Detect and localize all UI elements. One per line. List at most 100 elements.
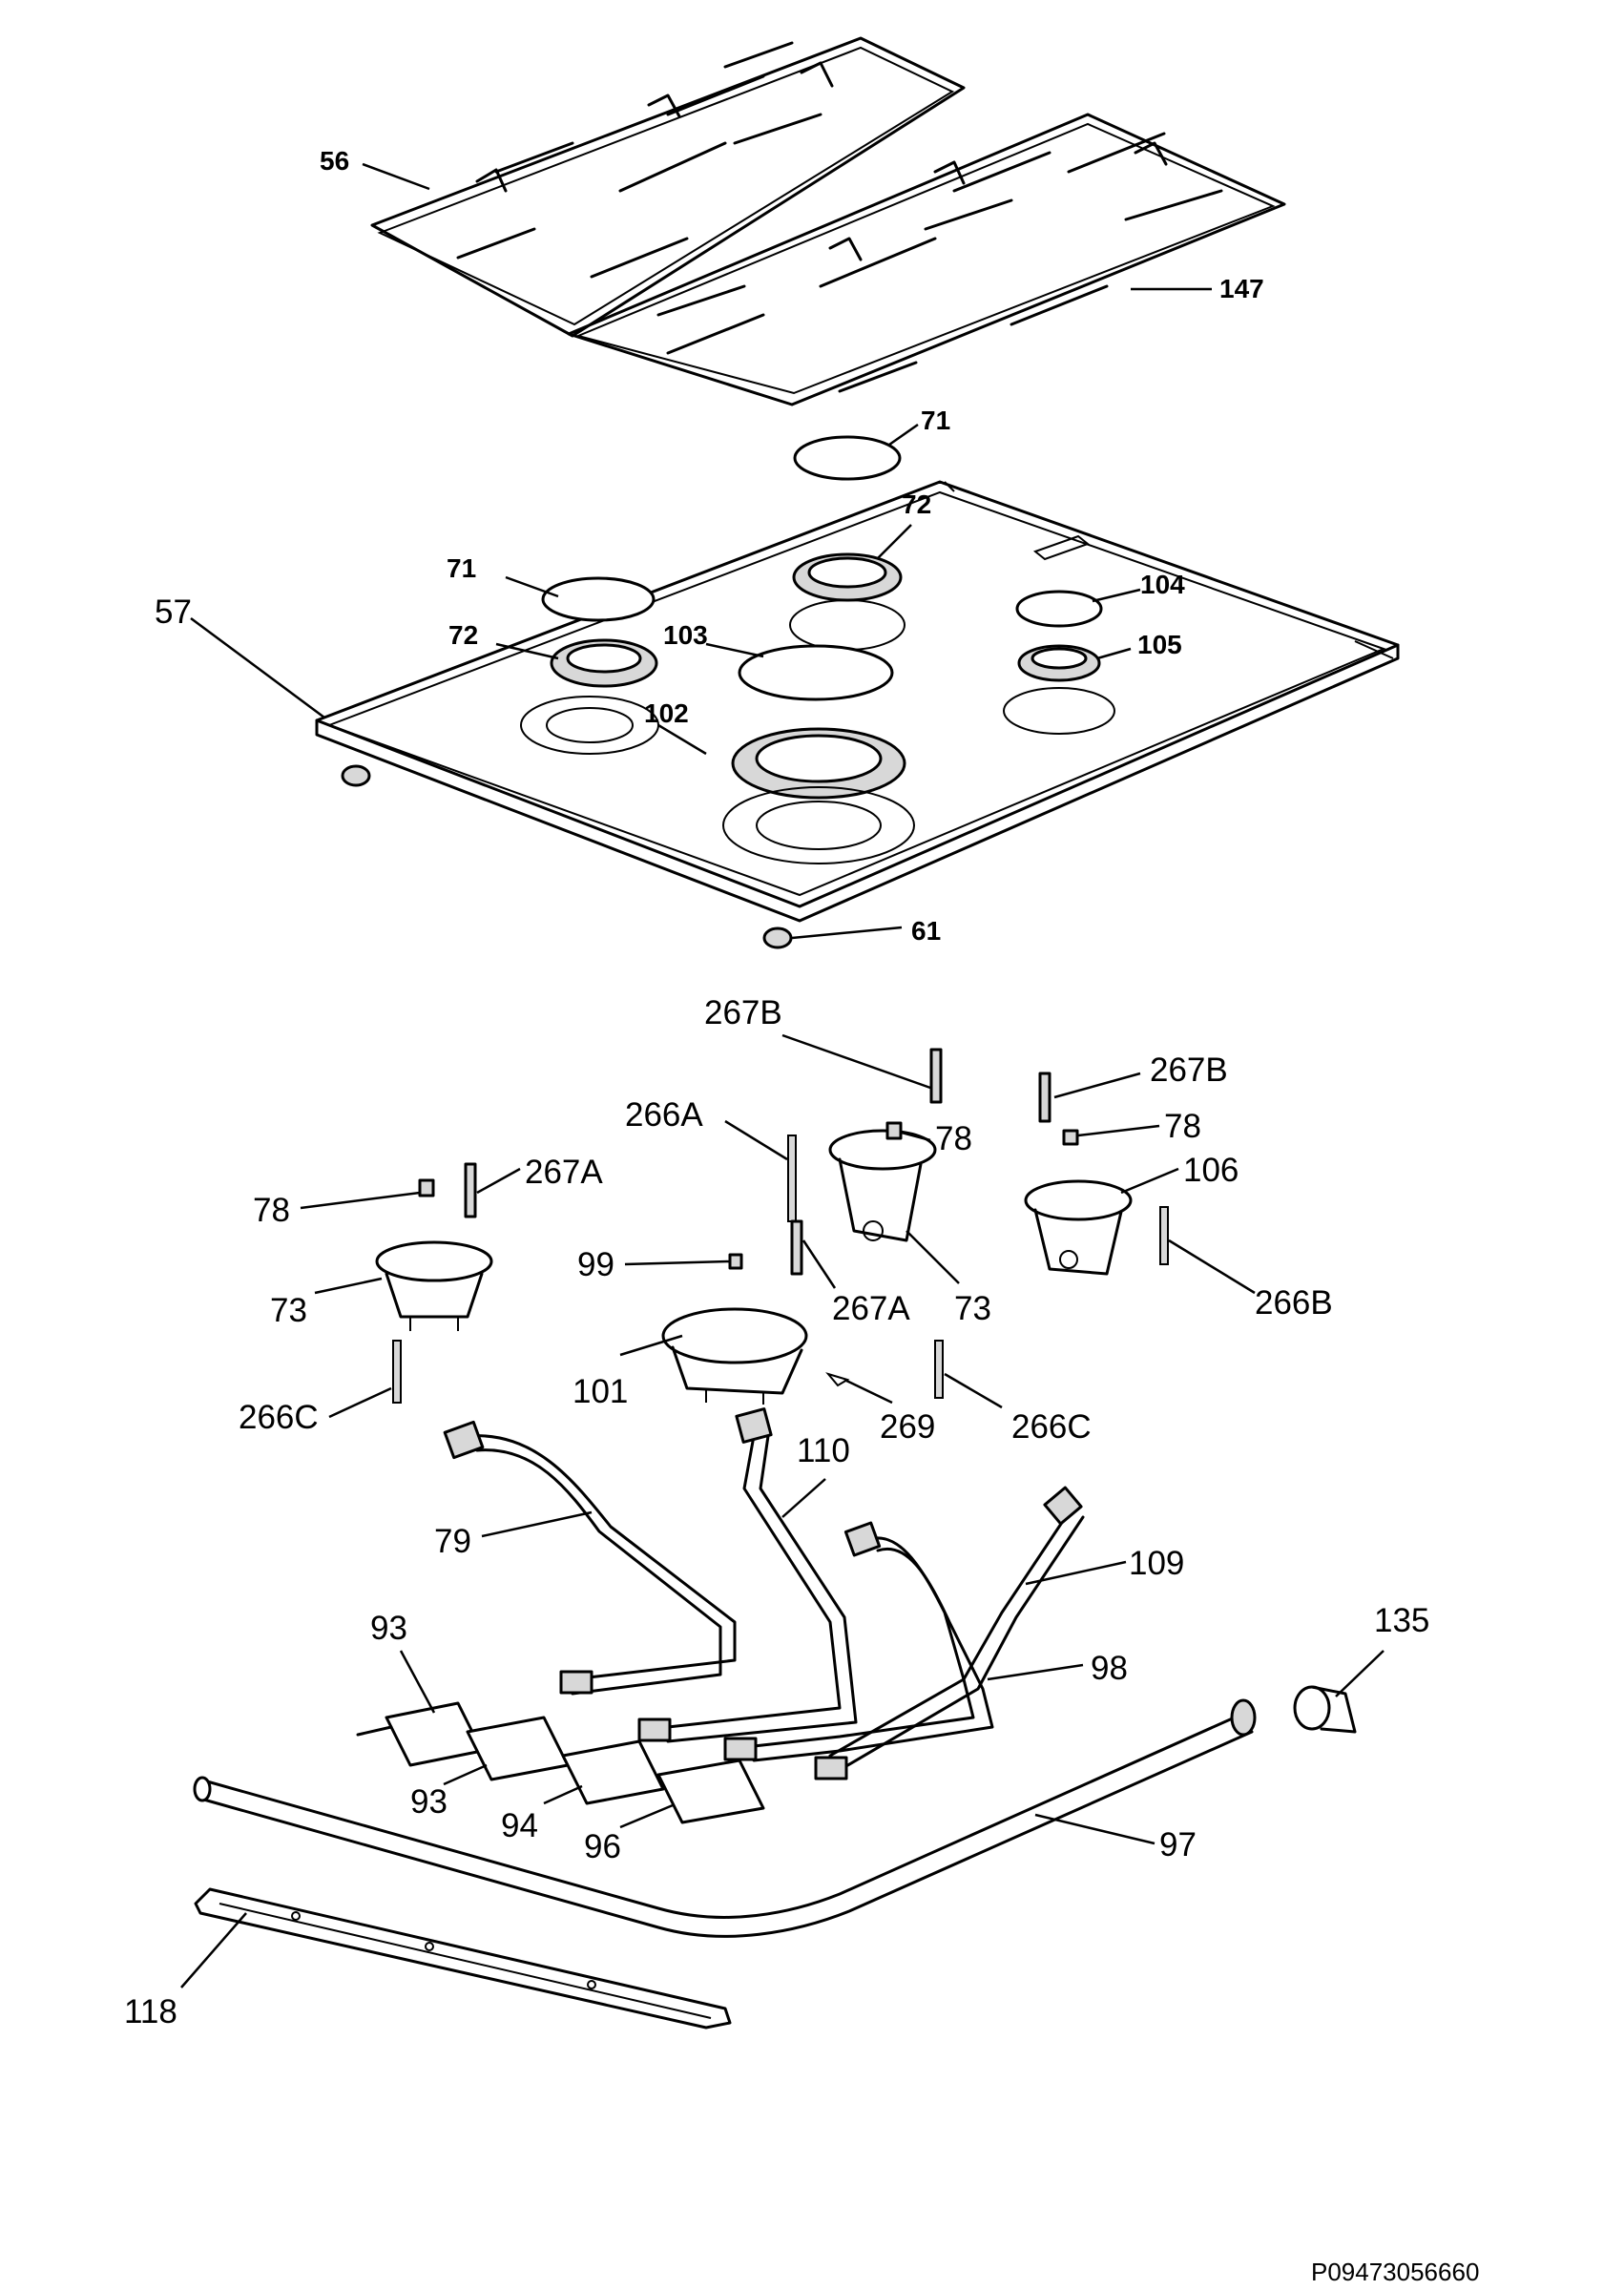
elbow-fitting-135 <box>1293 1685 1357 1734</box>
leader-266A <box>724 1119 788 1161</box>
burner-crown-102 <box>722 727 915 864</box>
label-78-right: 78 <box>1164 1108 1201 1145</box>
electrode-267A-left <box>464 1162 477 1218</box>
label-98: 98 <box>1091 1650 1128 1687</box>
label-266A: 266A <box>625 1096 703 1134</box>
label-73-center: 73 <box>954 1290 991 1327</box>
burner-body-106 <box>1024 1179 1133 1276</box>
label-101: 101 <box>573 1373 628 1410</box>
leader-94 <box>543 1784 583 1805</box>
leader-266C-right <box>944 1372 1003 1409</box>
label-71-rear: 71 <box>921 406 950 435</box>
pan-support-left <box>370 36 966 338</box>
leader-109 <box>1025 1560 1127 1586</box>
label-267B-right: 267B <box>1150 1051 1228 1089</box>
leader-71-left <box>505 575 559 598</box>
label-147: 147 <box>1219 274 1264 303</box>
label-135: 135 <box>1374 1602 1429 1639</box>
gas-manifold-97 <box>193 1698 1257 1938</box>
label-267B-center: 267B <box>704 994 782 1031</box>
leader-266C-left <box>328 1386 392 1419</box>
burner-cap-71-rear <box>793 435 902 481</box>
label-57: 57 <box>155 593 192 631</box>
leader-96 <box>619 1803 674 1829</box>
thermocouple-266C-left <box>392 1340 402 1404</box>
gas-tap-93-front <box>466 1716 570 1781</box>
leader-135 <box>1335 1650 1385 1697</box>
label-78-left: 78 <box>253 1192 290 1229</box>
pipe-110 <box>666 1407 858 1743</box>
screw-99 <box>728 1253 743 1270</box>
leader-56 <box>362 162 430 191</box>
clip-78-right <box>1062 1129 1079 1146</box>
leader-73-left <box>314 1277 383 1295</box>
electrode-267A-center <box>790 1219 803 1276</box>
leader-98 <box>987 1663 1084 1681</box>
leader-267A-left <box>476 1167 521 1195</box>
leader-78-center <box>901 1131 931 1142</box>
leader-105 <box>1096 647 1132 660</box>
label-109: 109 <box>1129 1545 1184 1582</box>
leader-61 <box>791 926 903 940</box>
clip-78-left <box>418 1178 435 1197</box>
label-72-left: 72 <box>448 620 478 650</box>
burner-cap-104 <box>1015 590 1103 628</box>
leader-71-rear <box>888 423 919 447</box>
label-97: 97 <box>1159 1826 1197 1863</box>
label-269: 269 <box>880 1408 935 1446</box>
leader-79 <box>481 1510 593 1538</box>
label-96: 96 <box>584 1828 621 1865</box>
leader-103 <box>705 642 764 658</box>
burner-crown-105 <box>1003 644 1115 735</box>
label-267A-left: 267A <box>525 1154 603 1191</box>
leader-267B-right <box>1053 1072 1141 1099</box>
thermocouple-266C-right <box>934 1340 944 1399</box>
label-118: 118 <box>124 1993 177 2030</box>
label-72-rear: 72 <box>902 489 931 519</box>
label-61: 61 <box>911 916 941 946</box>
hob-top-panel <box>315 480 1400 923</box>
pipe-109 <box>828 1486 1085 1772</box>
leader-78-right <box>1077 1124 1160 1137</box>
burner-cap-71-left <box>541 576 656 622</box>
burner-crown-72-left <box>520 638 659 755</box>
electrode-267B-right <box>1038 1072 1051 1123</box>
support-bracket-118 <box>194 1887 732 2030</box>
gas-tap-96 <box>656 1759 765 1824</box>
label-78-center: 78 <box>935 1120 972 1157</box>
label-102: 102 <box>644 698 689 728</box>
label-105: 105 <box>1137 630 1182 659</box>
label-266C-left: 266C <box>239 1399 319 1436</box>
label-94: 94 <box>501 1807 538 1844</box>
leader-102 <box>657 723 707 756</box>
burner-body-101 <box>661 1307 808 1405</box>
fixing-clip <box>341 764 793 949</box>
label-103: 103 <box>663 620 708 650</box>
label-99: 99 <box>577 1246 614 1283</box>
leader-110 <box>781 1478 826 1518</box>
burner-body-73-center <box>828 1129 937 1242</box>
label-93-front: 93 <box>410 1783 448 1821</box>
label-93-rear: 93 <box>370 1610 407 1647</box>
gas-tap-94 <box>561 1739 665 1805</box>
leader-93-front <box>443 1763 488 1786</box>
leader-267B-center <box>781 1033 931 1090</box>
label-266C-right: 266C <box>1011 1408 1092 1446</box>
pipe-fittings <box>559 1670 848 1780</box>
label-56: 56 <box>320 146 349 176</box>
burner-cap-103 <box>738 644 894 701</box>
leader-78-left <box>300 1191 421 1210</box>
drawing-code: P09473056660 <box>1311 2258 1479 2286</box>
burner-crown-72-rear <box>789 552 906 651</box>
leader-101 <box>619 1334 683 1357</box>
leader-73-center <box>906 1230 960 1284</box>
label-110: 110 <box>797 1432 850 1469</box>
electrode-267B-center <box>929 1048 943 1104</box>
leader-57 <box>190 616 325 719</box>
burner-body-73-left <box>375 1240 493 1331</box>
label-79: 79 <box>434 1523 471 1560</box>
label-71-left: 71 <box>447 553 476 583</box>
leader-99 <box>624 1260 731 1266</box>
label-266B: 266B <box>1255 1284 1333 1322</box>
